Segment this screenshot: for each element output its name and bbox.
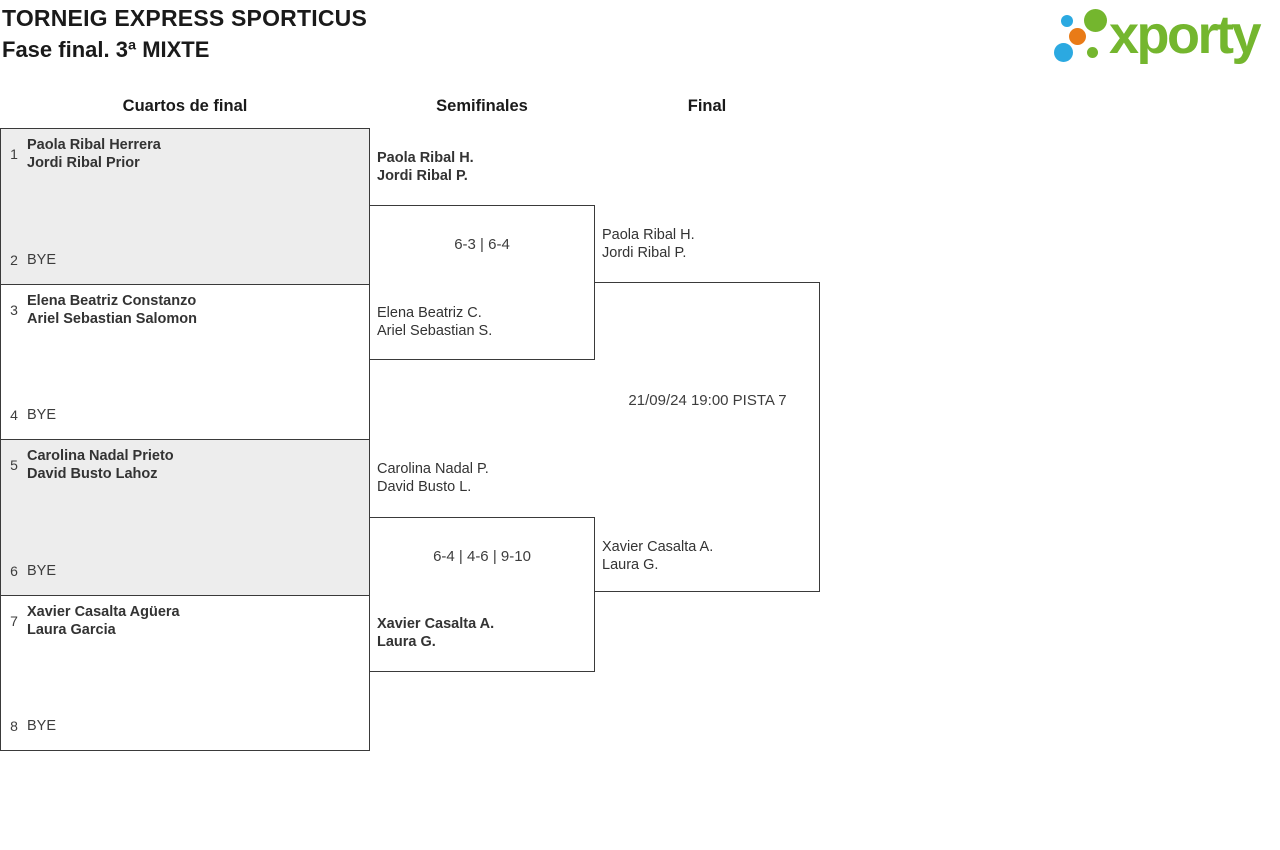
team-player-1: Elena Beatriz C. bbox=[377, 305, 482, 321]
team-row: 7 Xavier Casalta Agüera Laura Garcia bbox=[7, 603, 180, 639]
team-player-1: Elena Beatriz Constanzo bbox=[27, 292, 197, 309]
logo-dot-blue-small-icon bbox=[1061, 15, 1073, 27]
semifinal-1-bottom-team: Elena Beatriz C. Ariel Sebastian S. bbox=[377, 304, 492, 340]
team-row: 5 Carolina Nadal Prieto David Busto Laho… bbox=[7, 447, 174, 483]
team-player-2: Laura G. bbox=[602, 557, 659, 573]
semifinal-2-bottom-team: Xavier Casalta A. Laura G. bbox=[377, 615, 494, 651]
team-player-2: Jordi Ribal P. bbox=[377, 168, 468, 184]
semifinal-2-score: 6-4 | 4-6 | 9-10 bbox=[433, 548, 531, 565]
team-player-1: Carolina Nadal Prieto bbox=[27, 448, 174, 464]
team-player-1: Xavier Casalta A. bbox=[602, 539, 714, 555]
final-bottom-team: Xavier Casalta A. Laura G. bbox=[602, 538, 713, 574]
team-player-1: Xavier Casalta Agüera bbox=[27, 603, 180, 620]
page-subtitle: Fase final. 3ª MIXTE bbox=[2, 37, 210, 62]
logo-dot-blue-large-icon bbox=[1054, 43, 1073, 62]
quarterfinal-match-1[interactable]: 1 Paola Ribal Herrera Jordi Ribal Prior … bbox=[1, 129, 369, 285]
semifinal-match-2[interactable] bbox=[369, 517, 595, 672]
seed-number: 4 bbox=[10, 407, 18, 423]
team-player-2: David Busto L. bbox=[377, 479, 472, 495]
team-player-1: Paola Ribal Herrera bbox=[27, 137, 161, 153]
logo-wordmark: xporty bbox=[1109, 5, 1262, 65]
team-player-1: Carolina Nadal P. bbox=[377, 461, 489, 477]
logo-dot-orange-icon bbox=[1069, 28, 1086, 45]
page-title: TORNEIG EXPRESS SPORTICUS bbox=[2, 5, 367, 31]
team-player-2: Ariel Sebastian S. bbox=[377, 323, 493, 339]
semifinal-1-score: 6-3 | 6-4 bbox=[454, 236, 510, 253]
team-row: 3 Elena Beatriz Constanzo Ariel Sebastia… bbox=[7, 292, 197, 328]
bye-label: BYE bbox=[27, 251, 57, 268]
seed-number: 3 bbox=[10, 301, 18, 318]
bye-row: 8 BYE bbox=[7, 718, 56, 734]
quarterfinal-match-3[interactable]: 5 Carolina Nadal Prieto David Busto Laho… bbox=[1, 440, 369, 596]
semifinal-2-top-team: Carolina Nadal P. David Busto L. bbox=[377, 460, 489, 496]
final-top-team: Paola Ribal H. Jordi Ribal P. bbox=[602, 226, 695, 262]
bye-label: BYE bbox=[27, 718, 57, 734]
team-player-2: Ariel Sebastian Salomon bbox=[27, 310, 198, 327]
team-row: 1 Paola Ribal Herrera Jordi Ribal Prior bbox=[7, 136, 161, 172]
bye-label: BYE bbox=[27, 407, 57, 423]
team-player-1: Paola Ribal H. bbox=[602, 227, 695, 243]
team-player-2: Jordi Ribal Prior bbox=[27, 155, 140, 171]
seed-number: 6 bbox=[10, 562, 18, 579]
logo-dot-green-large-icon bbox=[1084, 9, 1107, 32]
seed-number: 1 bbox=[10, 146, 18, 162]
round-header-quarterfinals: Cuartos de final bbox=[122, 97, 248, 115]
bye-label: BYE bbox=[27, 562, 57, 579]
team-player-2: Jordi Ribal P. bbox=[602, 245, 687, 261]
quarterfinal-match-2[interactable]: 3 Elena Beatriz Constanzo Ariel Sebastia… bbox=[1, 284, 369, 440]
team-player-2: Laura G. bbox=[377, 634, 436, 650]
seed-number: 5 bbox=[10, 457, 18, 473]
semifinal-1-top-team: Paola Ribal H. Jordi Ribal P. bbox=[377, 149, 474, 185]
team-player-1: Xavier Casalta A. bbox=[377, 616, 495, 632]
bye-row: 4 BYE bbox=[7, 407, 56, 423]
final-schedule: 21/09/24 19:00 PISTA 7 bbox=[628, 392, 787, 409]
bye-row: 2 BYE bbox=[7, 252, 56, 268]
team-player-1: Paola Ribal H. bbox=[377, 150, 474, 166]
round-header-semifinals: Semifinales bbox=[436, 97, 528, 115]
logo-dot-green-small-icon bbox=[1087, 47, 1098, 58]
bye-row: 6 BYE bbox=[7, 563, 56, 579]
seed-number: 2 bbox=[10, 251, 18, 268]
quarterfinals-column: 1 Paola Ribal Herrera Jordi Ribal Prior … bbox=[0, 128, 370, 751]
team-player-2: Laura Garcia bbox=[27, 621, 116, 638]
round-header-final: Final bbox=[687, 97, 727, 115]
team-player-2: David Busto Lahoz bbox=[27, 466, 158, 482]
seed-number: 8 bbox=[10, 718, 18, 734]
quarterfinal-match-4[interactable]: 7 Xavier Casalta Agüera Laura Garcia 8 B… bbox=[1, 595, 369, 750]
seed-number: 7 bbox=[10, 612, 18, 629]
semifinal-match-1[interactable] bbox=[369, 205, 595, 360]
final-match[interactable] bbox=[595, 282, 820, 592]
